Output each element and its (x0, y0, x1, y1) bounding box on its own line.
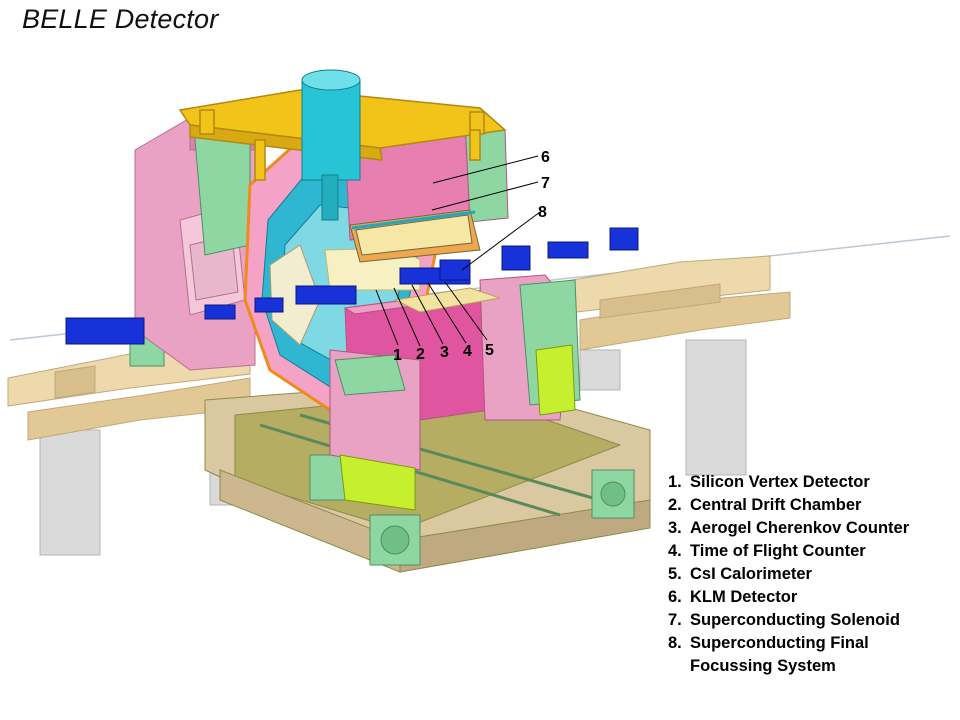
callout-leaders (375, 155, 541, 347)
legend-number: 2. (668, 496, 682, 514)
legend-label: Aerogel Cherenkov Counter (690, 519, 910, 537)
callout-5: 5 (485, 342, 494, 359)
legend-number: 5. (668, 565, 682, 583)
cryostat-cylinder (301, 69, 361, 221)
legend-item: 1. Silicon Vertex Detector (668, 471, 909, 494)
legend-item: 3. Aerogel Cherenkov Counter (668, 517, 909, 540)
legend-label: Central Drift Chamber (690, 496, 862, 514)
legend-label: Superconducting Final (690, 634, 869, 652)
lime-supports (339, 344, 576, 511)
legend-label: Superconducting Solenoid (690, 611, 900, 629)
legend-number: 8. (668, 634, 682, 652)
legend-number: 6. (668, 588, 682, 606)
legend-label: CsI Calorimeter (690, 565, 812, 583)
legend-item: 7. Superconducting Solenoid (668, 609, 909, 632)
callout-2: 2 (416, 346, 425, 363)
legend-item: 5. CsI Calorimeter (668, 563, 909, 586)
beam-magnets (65, 227, 639, 345)
legend-number: 7. (668, 611, 682, 629)
legend-item: 6. KLM Detector (668, 586, 909, 609)
legend-label: KLM Detector (690, 588, 798, 606)
legend-item: 2. Central Drift Chamber (668, 494, 909, 517)
legend-item: 8. Superconducting Final (668, 632, 909, 655)
callout-4: 4 (463, 343, 472, 360)
legend-label: Focussing System (690, 657, 836, 675)
callout-6: 6 (541, 149, 550, 166)
solenoid-layers (349, 209, 481, 263)
callout-7: 7 (541, 175, 550, 192)
callout-8: 8 (538, 204, 547, 221)
legend-label: Silicon Vertex Detector (690, 473, 870, 491)
legend-number: 3. (668, 519, 682, 537)
legend: 1. Silicon Vertex Detector 2. Central Drif… (668, 471, 909, 678)
legend-item: 4. Time of Flight Counter (668, 540, 909, 563)
legend-label: Time of Flight Counter (690, 542, 866, 560)
callout-1: 1 (393, 347, 402, 364)
legend-number: 1. (668, 473, 682, 491)
legend-number: 4. (668, 542, 682, 560)
legend-item-continuation: Focussing System (668, 655, 909, 678)
diagram-title: BELLE Detector (22, 4, 219, 34)
callout-3: 3 (440, 344, 449, 361)
right-beam-rail (559, 255, 791, 351)
